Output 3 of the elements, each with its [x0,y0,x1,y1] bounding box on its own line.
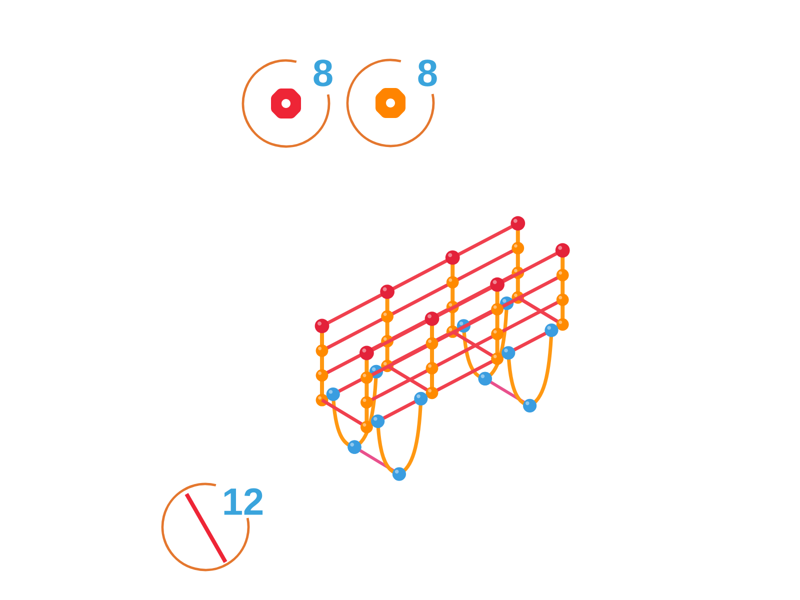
part-count: 8 [314,60,332,86]
part-count: 12 [224,488,263,515]
part-count: 8 [418,60,437,86]
